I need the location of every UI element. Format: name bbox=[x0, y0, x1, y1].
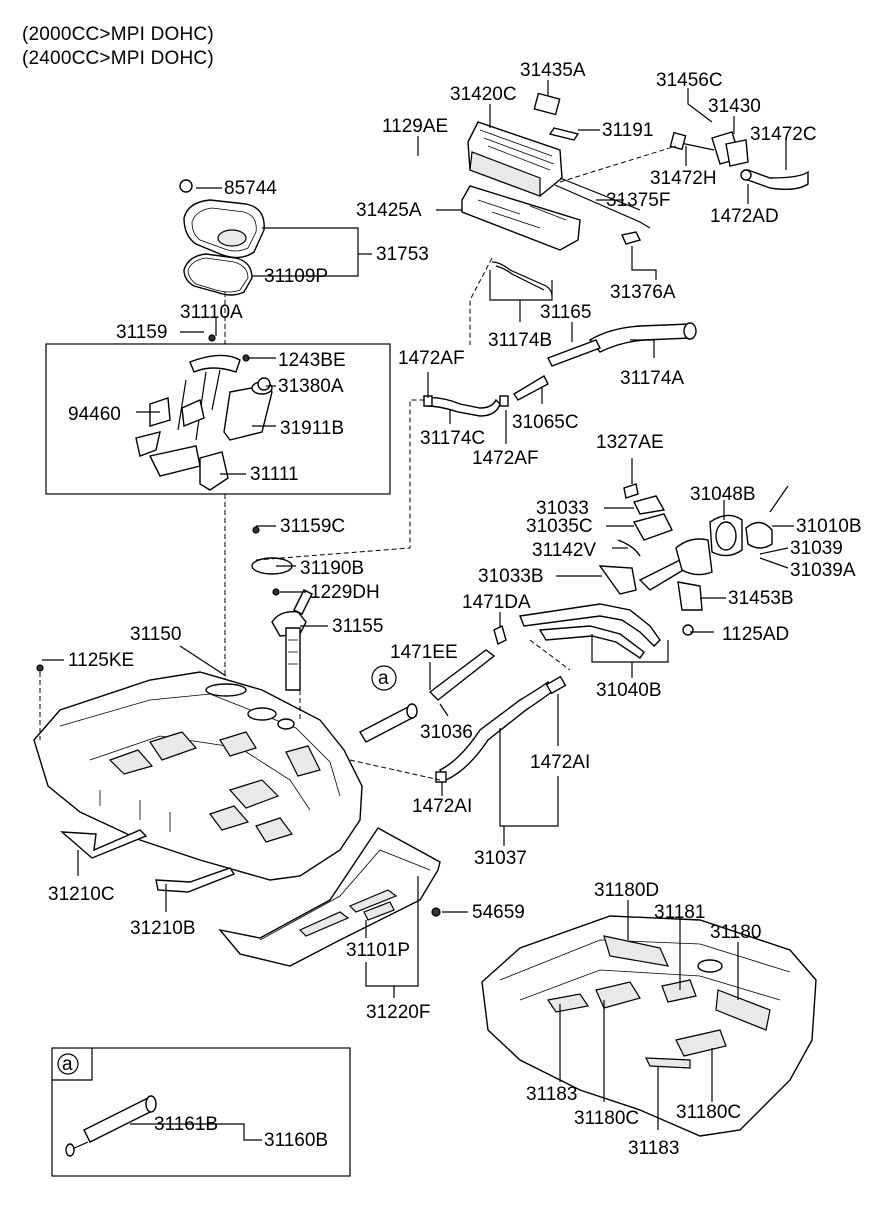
label-31039a: 31039A bbox=[790, 560, 856, 581]
label-31753: 31753 bbox=[376, 244, 429, 265]
skid-plate bbox=[218, 827, 441, 967]
label-31111: 31111 bbox=[250, 464, 299, 485]
ref-a-label: a bbox=[378, 668, 389, 689]
label-31380a: 31380A bbox=[278, 376, 344, 397]
label-31039: 31039 bbox=[790, 538, 843, 559]
label-31425a: 31425A bbox=[356, 200, 422, 221]
label-31033b: 31033B bbox=[478, 566, 544, 587]
label-31065c: 31065C bbox=[512, 412, 579, 433]
label-31190b: 31190B bbox=[300, 558, 364, 579]
label-31456c: 31456C bbox=[656, 70, 723, 91]
label-31183-right: 31183 bbox=[628, 1138, 679, 1159]
label-31161b: 31161B bbox=[154, 1114, 218, 1135]
fuel-sender bbox=[251, 526, 313, 691]
fuel-tank-main bbox=[33, 664, 363, 881]
label-31472h: 31472H bbox=[650, 168, 717, 189]
label-31376a: 31376A bbox=[610, 282, 676, 303]
label-1472af-lower: 1472AF bbox=[472, 448, 539, 469]
label-31036: 31036 bbox=[420, 722, 473, 743]
ref-a-box-label: a bbox=[62, 1054, 73, 1075]
ref-a-circle bbox=[371, 665, 397, 691]
label-31191: 31191 bbox=[602, 120, 653, 141]
label-94460: 94460 bbox=[68, 404, 121, 425]
detail-a-box bbox=[51, 1047, 351, 1177]
label-1125ke: 1125KE bbox=[68, 650, 134, 671]
label-31420c: 31420C bbox=[450, 84, 517, 105]
label-54659: 54659 bbox=[472, 902, 525, 923]
leader-lines bbox=[42, 80, 794, 1141]
label-31453b: 31453B bbox=[728, 588, 794, 609]
label-31010b: 31010B bbox=[796, 516, 862, 537]
label-31037: 31037 bbox=[474, 848, 527, 869]
label-1243be: 1243BE bbox=[278, 350, 346, 371]
label-1471ee: 1471EE bbox=[390, 642, 458, 663]
header-line-1: (2000CC>MPI DOHC) bbox=[22, 24, 214, 45]
label-31142v: 31142V bbox=[532, 540, 596, 561]
label-1472ad: 1472AD bbox=[710, 206, 779, 227]
label-31183-left: 31183 bbox=[526, 1084, 577, 1105]
tank-straps bbox=[59, 829, 236, 893]
label-31160b: 31160B bbox=[264, 1130, 328, 1151]
label-31035c: 31035C bbox=[526, 516, 593, 537]
label-31911b: 31911B bbox=[280, 418, 344, 439]
label-31159: 31159 bbox=[116, 322, 167, 343]
label-31220f: 31220F bbox=[366, 1002, 430, 1023]
label-1472ai-right: 1472AI bbox=[530, 752, 590, 773]
label-1472ai-left: 1472AI bbox=[412, 796, 472, 817]
label-31109p: 31109P bbox=[264, 266, 328, 287]
label-31155: 31155 bbox=[332, 616, 383, 637]
label-31210b: 31210B bbox=[130, 918, 196, 939]
vent-valve bbox=[559, 131, 809, 191]
label-31180d: 31180D bbox=[594, 880, 659, 901]
filler-pipe-assembly bbox=[493, 483, 789, 659]
label-1125ad: 1125AD bbox=[722, 624, 789, 645]
label-31048b: 31048B bbox=[690, 484, 756, 505]
fuel-tank-secondary bbox=[481, 915, 817, 1137]
label-1229dh: 1229DH bbox=[310, 582, 380, 603]
label-31040b: 31040B bbox=[596, 680, 662, 701]
label-31375f: 31375F bbox=[606, 190, 670, 211]
detail-a-part bbox=[65, 1095, 157, 1157]
filler-hose bbox=[349, 639, 571, 783]
label-31180c-left: 31180C bbox=[574, 1108, 639, 1129]
hose-31174b bbox=[491, 261, 553, 297]
header-line-2: (2400CC>MPI DOHC) bbox=[22, 48, 214, 69]
label-31180c-right: 31180C bbox=[676, 1102, 741, 1123]
canister-assembly bbox=[461, 92, 651, 251]
label-31210c: 31210C bbox=[48, 884, 115, 905]
label-31110a: 31110A bbox=[180, 302, 243, 323]
label-31181: 31181 bbox=[654, 902, 705, 923]
fuel-pump-kit-box bbox=[45, 343, 391, 495]
label-31033: 31033 bbox=[536, 498, 589, 519]
label-1472af-upper: 1472AF bbox=[398, 348, 465, 369]
label-1327ae: 1327AE bbox=[596, 432, 664, 453]
label-31472c: 31472C bbox=[750, 124, 817, 145]
label-31180: 31180 bbox=[710, 922, 761, 943]
label-1129ae: 1129AE bbox=[382, 116, 448, 137]
filler-neck bbox=[423, 322, 697, 417]
label-85744: 85744 bbox=[224, 178, 277, 199]
label-31435a: 31435A bbox=[520, 60, 586, 81]
label-31159c: 31159C bbox=[280, 516, 345, 537]
label-31165: 31165 bbox=[540, 302, 591, 323]
cover-plate bbox=[179, 179, 265, 296]
label-31174a: 31174A bbox=[620, 368, 684, 389]
label-31101p: 31101P bbox=[346, 940, 410, 961]
label-31174c: 31174C bbox=[420, 428, 485, 449]
label-31430: 31430 bbox=[708, 96, 761, 117]
label-31174b: 31174B bbox=[488, 330, 552, 351]
callout-labels: 31435A 31420C 31456C 31430 1129AE 31191 … bbox=[48, 60, 862, 1159]
label-1471da: 1471DA bbox=[462, 592, 531, 613]
label-31150: 31150 bbox=[130, 624, 181, 645]
